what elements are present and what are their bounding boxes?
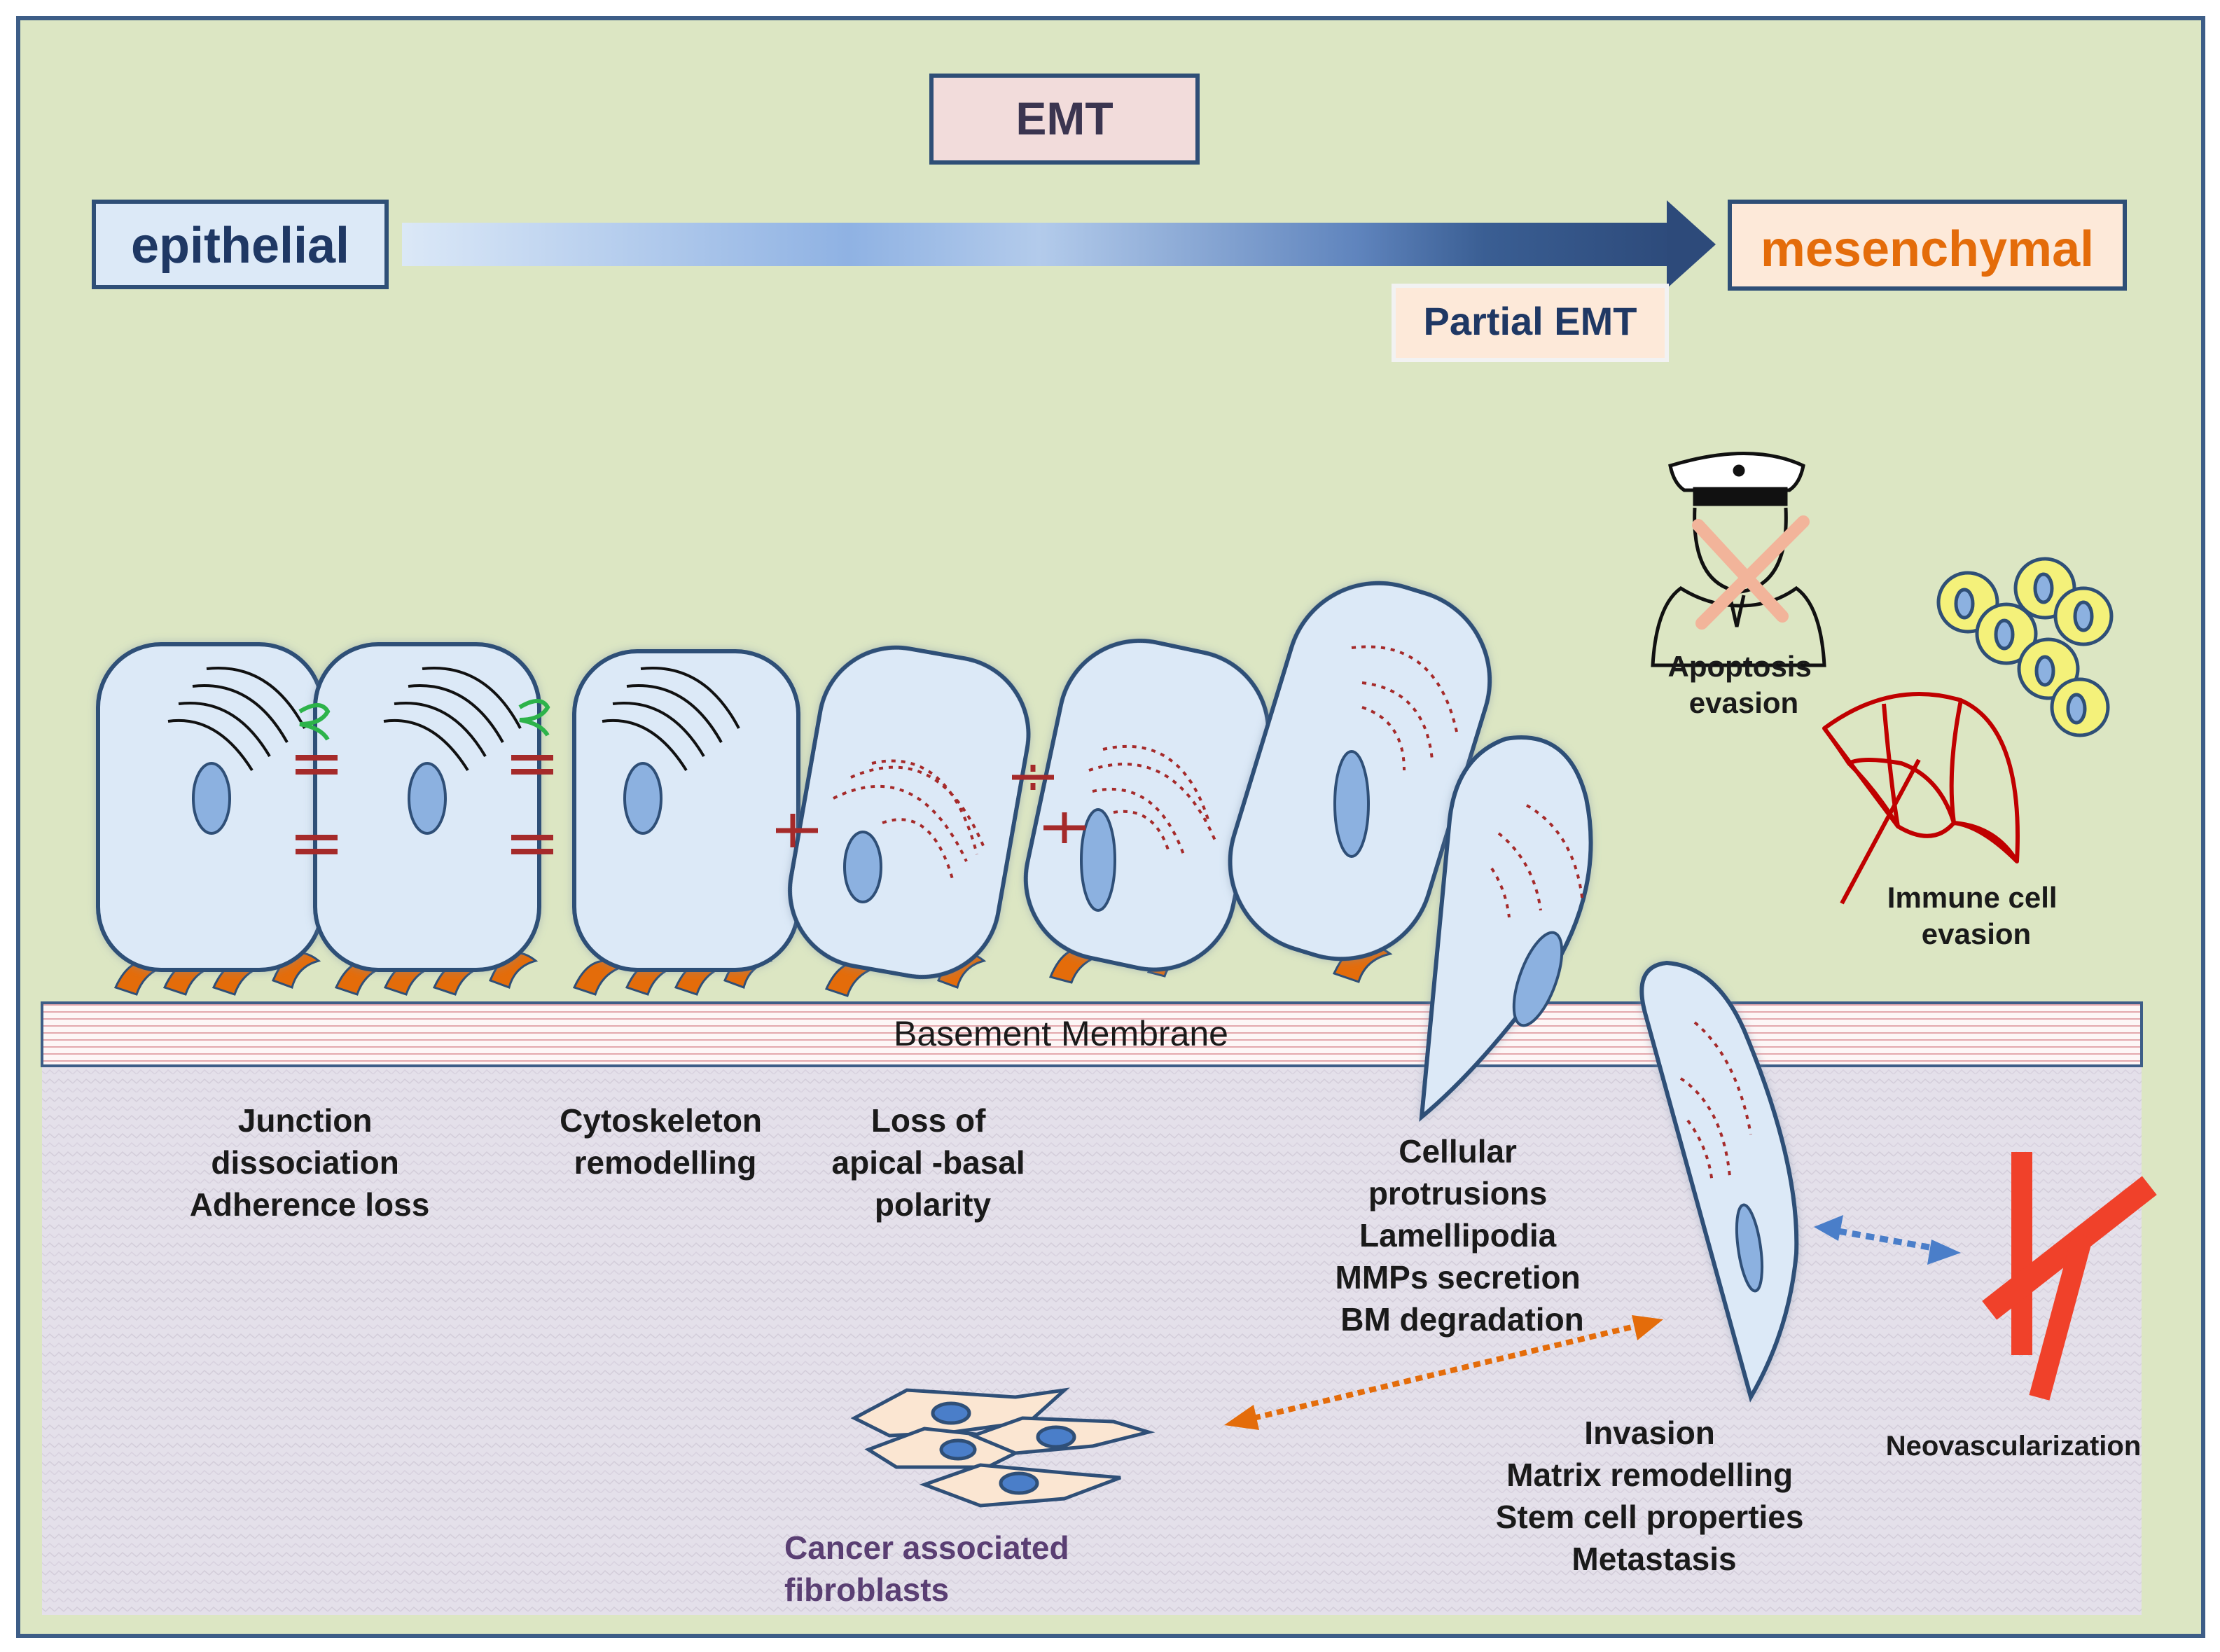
nucleus: [1080, 808, 1116, 912]
cancer-associated-fibroblasts-label: Cancer associated fibroblasts: [784, 1529, 1078, 1608]
blood-vessel-icon: [1982, 1152, 2157, 1401]
adherens-junction: [1012, 765, 1085, 843]
cytoskeleton-filaments: [1679, 1021, 1752, 1184]
mesenchymal-box: [1728, 200, 2127, 291]
arrowhead: [1224, 1405, 1259, 1430]
cellular-protrusions-label: Cellular protrusions Lamellipodia MMPs s…: [1336, 1133, 1590, 1338]
partial-emt-box: [1392, 284, 1669, 362]
umbrella-icon: [1822, 692, 2020, 905]
neovascularization-label: Neovascularization: [1886, 1431, 2142, 1462]
junction-dissociation-label: Junction dissociation Adherence loss: [190, 1102, 430, 1223]
epithelial-cell-2: [313, 642, 541, 996]
invading-mesenchymal-cell-1: [1419, 735, 1593, 1122]
adherens-junction: [776, 814, 818, 847]
cytoskeleton-filaments: [602, 667, 740, 772]
polarity-loss-cell-1: [776, 645, 1031, 997]
cell-junctions-1-2: [296, 703, 338, 854]
arrowhead: [1632, 1315, 1663, 1340]
invading-mesenchymal-cell-2: [1639, 960, 1799, 1403]
arrowhead: [1927, 1240, 1961, 1265]
nucleus: [1512, 931, 1564, 1027]
interaction-arrow-vessel: [1838, 1228, 1934, 1251]
adherens-junction: [296, 755, 338, 854]
partial-emt-label: Partial EMT: [1424, 299, 1637, 343]
invasion-label: Invasion Matrix remodelling Stem cell pr…: [1496, 1415, 1813, 1577]
cytoskeleton-filaments: [167, 667, 306, 772]
cytoskeleton-remodelling-label: Cytoskeleton remodelling: [560, 1102, 771, 1181]
tight-junction: [298, 703, 331, 741]
extracellular-matrix-region: [42, 1064, 2142, 1615]
basement-membrane: [41, 1001, 2143, 1067]
mesenchymal-label: mesenchymal: [1761, 221, 2094, 277]
nucleus: [843, 831, 882, 903]
cytoskeleton-filaments: [1351, 645, 1458, 771]
nucleus: [408, 762, 447, 835]
cytoskeleton-filaments: [1490, 804, 1584, 918]
cytoskeleton-filaments: [383, 667, 522, 772]
emt-title-box: [929, 74, 1200, 165]
immune-cell-evasion-label: Immune cell evasion: [1887, 881, 2065, 950]
apoptosis-evasion-label: Apoptosis evasion: [1668, 650, 1820, 719]
polarity-loss-cell-2: [1012, 639, 1271, 984]
nucleus: [623, 762, 662, 835]
immune-cells: [1936, 557, 2114, 737]
emt-progression-arrow: [402, 200, 1716, 289]
cross-out-icon: [1692, 515, 1810, 630]
epithelial-box: [92, 200, 389, 289]
adherens-junction: [511, 755, 553, 854]
cytoskeleton-filaments: [1088, 745, 1216, 855]
epithelial-cell-1: [96, 642, 324, 996]
nucleus: [192, 762, 231, 835]
emt-title: EMT: [1015, 92, 1113, 144]
polarity-loss-cell-3: [1228, 581, 1492, 983]
basement-membrane-label: Basement Membrane: [894, 1014, 1228, 1053]
cytoskeleton-filaments: [833, 759, 985, 880]
police-officer-icon: [1651, 452, 1826, 667]
polarity-loss-label: Loss of apical -basal polarity: [832, 1102, 1034, 1223]
nucleus: [1333, 750, 1370, 858]
interaction-arrow-fibroblast: [1253, 1324, 1632, 1421]
arrowhead: [1814, 1215, 1843, 1241]
epithelial-label: epithelial: [131, 218, 349, 274]
epithelial-cell-3: [572, 649, 800, 996]
cell-junctions-2-3: [511, 699, 553, 854]
tight-junction: [518, 699, 550, 737]
nucleus: [1735, 1203, 1764, 1293]
cancer-associated-fibroblasts: [850, 1387, 1156, 1508]
